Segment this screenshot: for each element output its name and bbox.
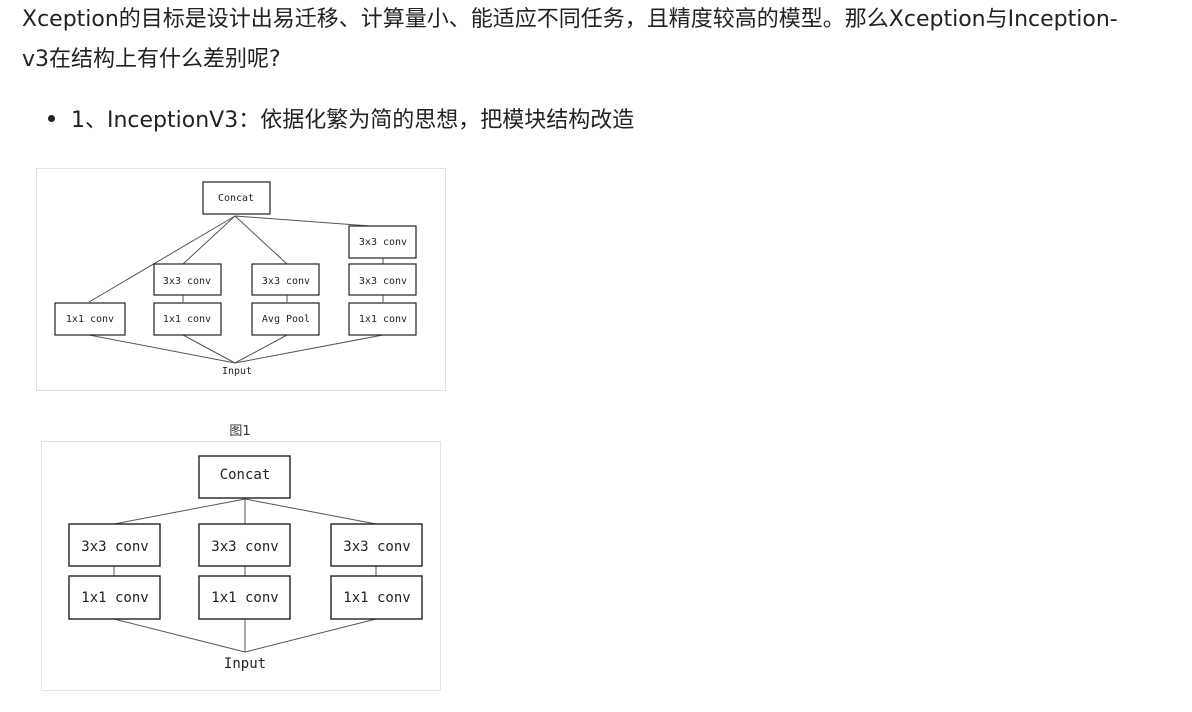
f1-b3-pool-label: Avg Pool [262, 314, 310, 325]
f1-input-label: Input [222, 366, 252, 377]
f2-b1-conv1-label: 1x1 conv [81, 590, 148, 606]
f1-b4-conv3b-label: 3x3 conv [359, 276, 407, 287]
f2-b3-conv3-label: 3x3 conv [343, 539, 410, 555]
figure-1-caption: 图1 [229, 424, 251, 439]
bullet-dot-icon [48, 114, 55, 122]
intro-paragraph: Xception的目标是设计出易迁移、计算量小、能适应不同任务，且精度较高的模型… [22, 7, 1118, 72]
f2-b3-conv1-label: 1x1 conv [343, 590, 410, 606]
f1-b1-conv1-label: 1x1 conv [66, 314, 114, 325]
f1-b4-conv3a-label: 3x3 conv [359, 237, 407, 248]
bullet-item: 1、InceptionV3：依据化繁为简的思想，把模块结构改造 [48, 98, 634, 138]
f1-b2-conv3-label: 3x3 conv [163, 276, 211, 287]
figure-2-diagram: Concat 3x3 conv 1x1 conv 3x3 conv 1x1 co… [68, 455, 423, 672]
f2-b2-conv3-label: 3x3 conv [211, 539, 278, 555]
f2-b2-conv1-label: 1x1 conv [211, 590, 278, 606]
f1-b2-conv1-label: 1x1 conv [163, 314, 211, 325]
f2-b1-conv3-label: 3x3 conv [81, 539, 148, 555]
figure-1-diagram: Concat 1x1 conv 3x3 conv 1x1 conv 3x3 co… [54, 181, 417, 377]
f1-b3-conv3-label: 3x3 conv [262, 276, 310, 287]
figure-2: Concat 3x3 conv 1x1 conv 3x3 conv 1x1 co… [41, 441, 441, 691]
figure-1: Concat 1x1 conv 3x3 conv 1x1 conv 3x3 co… [36, 168, 446, 391]
f1-concat-label: Concat [218, 193, 254, 204]
f2-input-label: Input [224, 656, 266, 672]
f2-concat-label: Concat [220, 467, 271, 483]
f1-b4-conv1-label: 1x1 conv [359, 314, 407, 325]
bullet-text: 1、InceptionV3：依据化繁为简的思想，把模块结构改造 [71, 108, 635, 133]
